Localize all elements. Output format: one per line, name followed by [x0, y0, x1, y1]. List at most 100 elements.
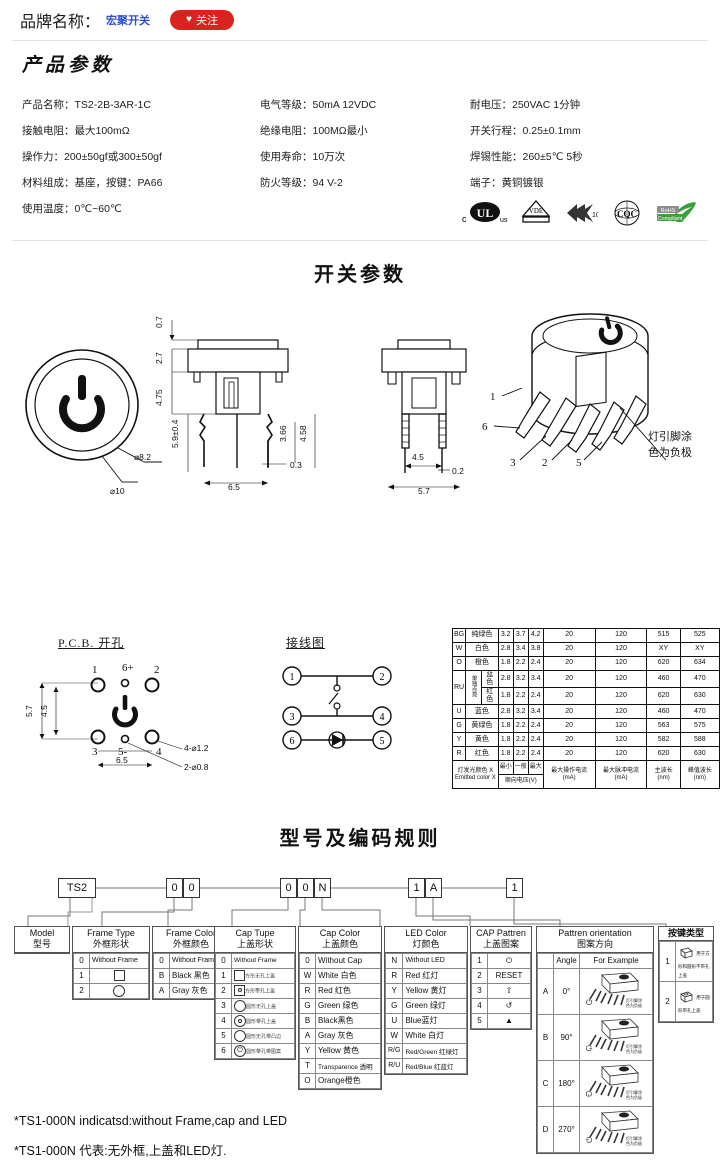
led-vmax: 2.4	[527, 718, 544, 734]
led-wl-peak: 470	[679, 704, 720, 720]
legend-value: ⏻圆形带孔带图案	[231, 1042, 295, 1059]
svg-text:色为负极: 色为负极	[626, 1048, 642, 1054]
legend-key: G	[299, 997, 316, 1014]
legend-title: Frame Type 外框形状	[73, 927, 149, 953]
code-box-frame-type: 0	[166, 878, 183, 898]
table-row: A 0° ⏻ 灯引脚涂 色为负极	[537, 967, 653, 1015]
legend-key: 2	[659, 981, 676, 1023]
led-footer-iop: 最大操作电流(mA)	[542, 760, 596, 790]
led-wl-peak: 525	[679, 628, 720, 643]
table-row: C 180° ⏻ 灯引脚涂 色为负极	[537, 1059, 653, 1107]
pin-label-1: 1	[490, 391, 496, 403]
svg-text:⏻: ⏻	[586, 998, 593, 1007]
legend-key: 1	[471, 952, 488, 969]
led-wl-main: 620	[646, 746, 681, 762]
svg-text:灯引脚涂: 灯引脚涂	[626, 1043, 642, 1049]
wiring-node-3: 3	[290, 712, 295, 723]
legend-title: Cap Tupe 上盖形状	[215, 927, 295, 953]
led-table-footer-row: 灯发光颜色 X Emitted color X 最小 一般 最大 最大操作电流(…	[452, 760, 720, 790]
legend-key: 1	[73, 967, 90, 984]
legend-key: 2	[73, 982, 90, 999]
led-color: 蓝色	[480, 669, 499, 689]
front-view-drawing: ⌀8.2 ⌀10	[25, 349, 162, 496]
brand-name-link[interactable]: 宏聚开关	[106, 15, 151, 27]
legend-value: White 白灯	[402, 1027, 467, 1044]
led-table-footer-row-2: 顺向电压(V)	[453, 774, 720, 790]
param-item: 材料组成：基座，按键：PA66	[22, 177, 163, 189]
svg-text:CQC: CQC	[617, 209, 637, 219]
pin-label-3: 3	[510, 457, 516, 469]
led-ipulse: 120	[594, 628, 648, 643]
led-diode-icon	[328, 731, 346, 749]
led-color: 橙色	[465, 656, 499, 671]
table-row: RU 单独点亮 蓝色 2.8 3.2 3.4 20 120 460 470	[451, 669, 720, 706]
dim-5-9: 5.9±0.4	[170, 419, 180, 448]
list-item: 3 ⇧	[471, 982, 531, 999]
legend-key: 0	[153, 952, 170, 969]
code-box-frame-color: 0	[183, 878, 200, 898]
legend-pattern-orientation: Pattren orientation 图案方向 Angle For Examp…	[536, 926, 654, 1154]
legend-key: 5	[215, 1027, 232, 1044]
orientation-col-angle: Angle	[553, 952, 580, 969]
param-item: 使用寿命：10万次	[260, 151, 346, 163]
led-code: W	[451, 642, 467, 657]
dim-2-7: 2.7	[154, 352, 164, 364]
led-footer-vtyp: 一般	[512, 760, 529, 776]
led-iop: 20	[542, 732, 596, 748]
code-box-cap-type: 0	[280, 878, 297, 898]
table-row: Y 黄色 1.8 2.2 2.4 20 120 582 588	[451, 732, 720, 748]
led-sub-label: 单独点亮	[465, 669, 482, 706]
led-footer-wl-peak: 峰值波长(nm)	[679, 760, 720, 790]
orientation-angle: 180°	[553, 1059, 580, 1107]
led-iop: 20	[542, 628, 596, 643]
orientation-key: D	[537, 1105, 554, 1153]
follow-button[interactable]: ♥ 关注	[170, 10, 235, 30]
dim-inner-diameter: ⌀8.2	[134, 452, 151, 462]
orientation-key: A	[537, 967, 554, 1015]
table-row: BG 纯绿色 3.2 3.7 4.2 20 120 515 525	[451, 628, 720, 643]
legend-table: 1 用于方形和圆形不带孔上盖 2	[659, 941, 713, 1023]
led-code: G	[451, 718, 467, 734]
legend-value: Gray 灰色	[315, 1027, 381, 1044]
key-type-cell: 用于圆形带孔上盖	[675, 981, 713, 1023]
led-wl-peak: 588	[679, 732, 720, 748]
wiring-node-2: 2	[380, 672, 385, 683]
legend-key: O	[299, 1072, 316, 1089]
led-ipulse: 120	[594, 732, 648, 748]
pcb-pad-label-6: 6+	[122, 662, 134, 674]
legend-key: B	[299, 1012, 316, 1029]
legend-key-type: 按键类型 1 用于方形和圆形不带孔上盖 2	[658, 926, 714, 1024]
legend-key: 3	[471, 982, 488, 999]
legend-key: 4	[215, 1012, 232, 1029]
coding-connector-lines	[27, 887, 667, 926]
legend-key: A	[153, 982, 170, 999]
list-item: 2 用于圆形带孔上盖	[659, 981, 713, 1023]
pcb-pad-label-3: 3	[92, 746, 98, 758]
cqc-icon: CQC	[611, 198, 643, 228]
legend-key: W	[299, 967, 316, 984]
brand-bar: 品牌名称： 宏聚开关 ♥ 关注	[0, 0, 720, 40]
list-item: 1 用于方形和圆形不带孔上盖	[659, 941, 713, 983]
led-vtyp: 2.2	[512, 687, 529, 706]
code-box-orientation: A	[425, 878, 442, 898]
legend-value: Red/Blue 红蓝灯	[402, 1057, 467, 1074]
led-vtyp: 3.4	[512, 642, 529, 657]
legend-value: Red 红灯	[402, 967, 467, 984]
led-wl-main: 460	[646, 704, 681, 720]
led-wl-main: 460	[646, 669, 681, 689]
led-footer-wl-main: 主波长(nm)	[646, 760, 681, 790]
led-vmax: 2.4	[527, 656, 544, 671]
led-color: 纯绿色	[465, 628, 499, 643]
param-item: 防火等级：94 V-2	[260, 177, 343, 189]
orientation-key: C	[537, 1059, 554, 1107]
led-table-body: BG 纯绿色 3.2 3.7 4.2 20 120 515 525 W 白色 2…	[451, 628, 720, 790]
led-code: R	[451, 746, 467, 762]
